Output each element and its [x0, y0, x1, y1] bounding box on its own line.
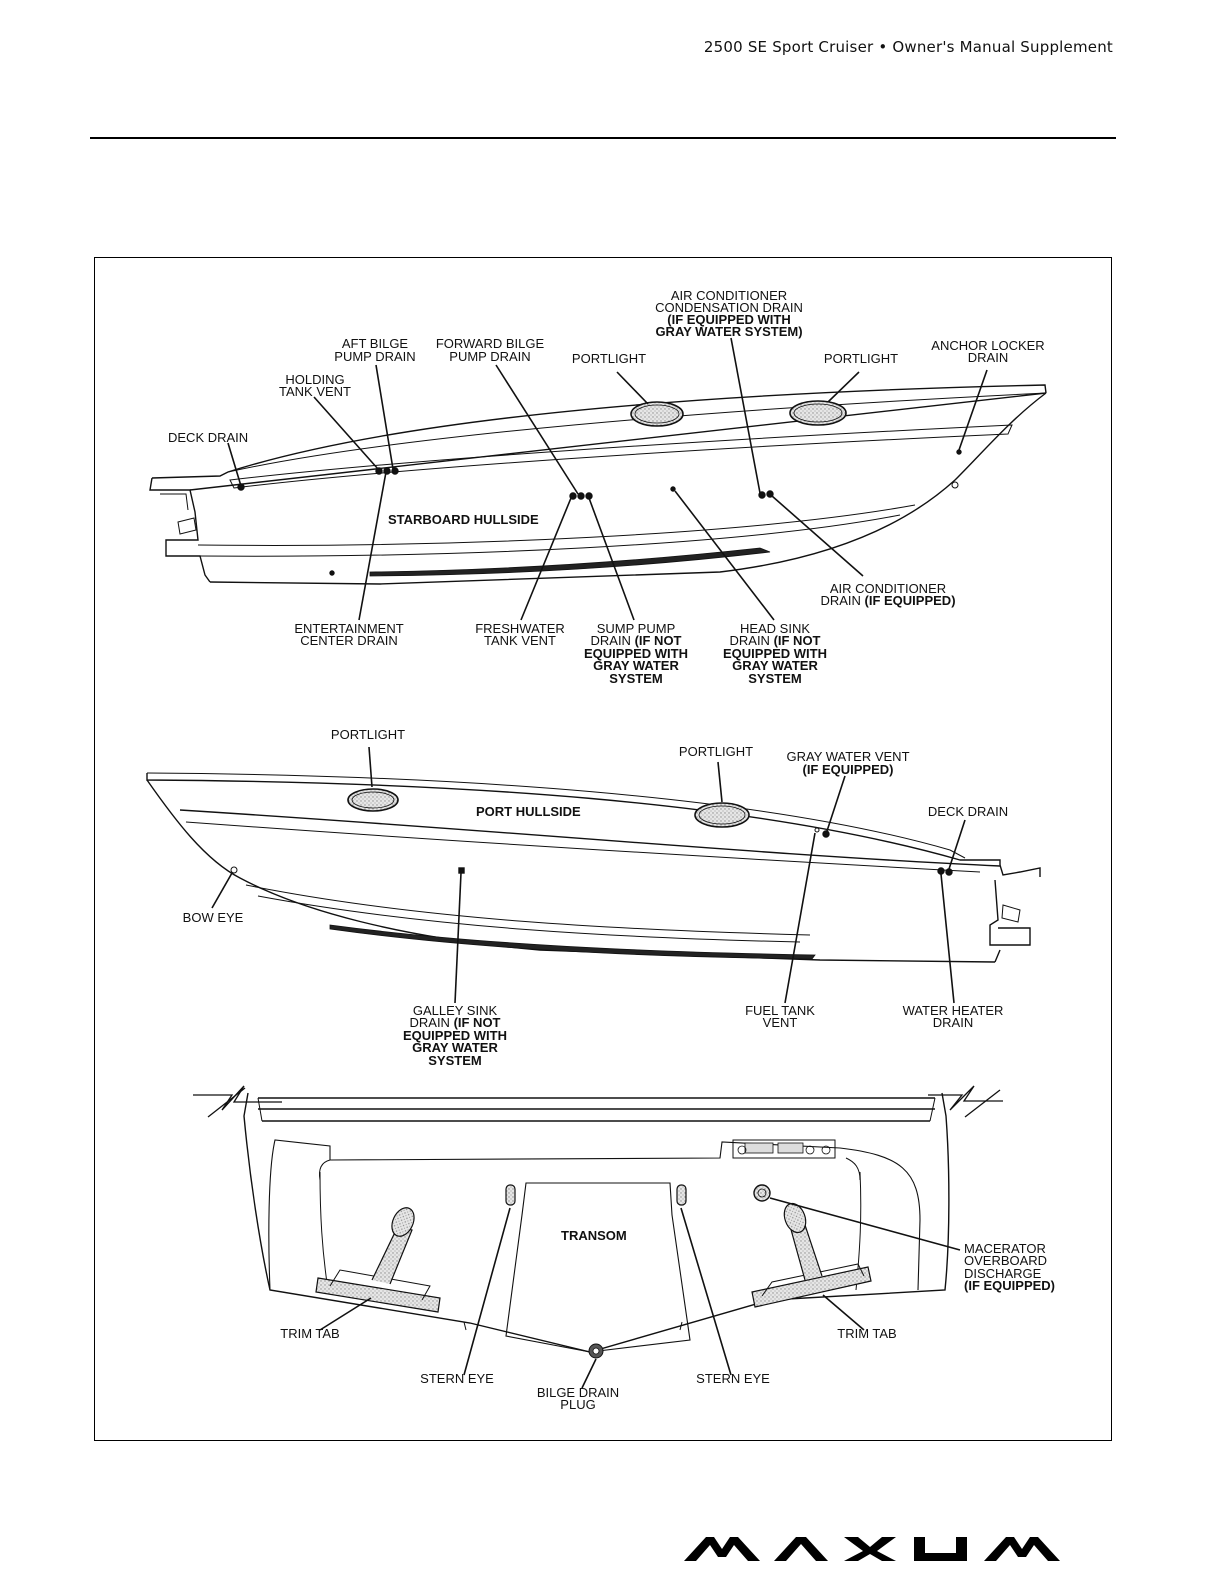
- label-heater-2: DRAIN: [933, 1015, 973, 1030]
- label-acd-1: AIR CONDITIONER: [830, 581, 946, 596]
- label-portlight-stbd-a: PORTLIGHT: [572, 351, 646, 366]
- label-fresh-2: TANK VENT: [484, 633, 556, 648]
- label-head-3: EQUIPPED WITH: [723, 646, 827, 661]
- label-head-4: GRAY WATER: [732, 658, 818, 673]
- label-bilge-1: BILGE DRAIN: [537, 1385, 619, 1400]
- label-sump-2b: (IF NOT: [635, 633, 682, 648]
- transom-drawing: [193, 1085, 1003, 1359]
- label-trim-tab-left: TRIM TAB: [280, 1326, 339, 1341]
- label-holding-tank-vent-1: HOLDING: [285, 372, 344, 387]
- label-deck-drain-port: DECK DRAIN: [928, 804, 1008, 819]
- label-fwd-bilge-2: PUMP DRAIN: [449, 349, 530, 364]
- label-head-5: SYSTEM: [748, 671, 801, 686]
- label-deck-drain-stbd: DECK DRAIN: [168, 430, 248, 445]
- maxum-logo: [684, 1537, 1060, 1561]
- label-galley-5: SYSTEM: [428, 1053, 481, 1068]
- starboard-labels: DECK DRAIN HOLDING TANK VENT AFT BILGE P…: [168, 288, 1045, 686]
- label-gray-vent-1: GRAY WATER VENT: [786, 749, 909, 764]
- label-head-1: HEAD SINK: [740, 621, 810, 636]
- label-sump-2: DRAIN (IF NOT: [591, 633, 682, 648]
- label-macerator-4: (IF EQUIPPED): [964, 1278, 1055, 1293]
- starboard-hullside-title: STARBOARD HULLSIDE: [388, 512, 539, 527]
- label-aft-bilge-2: PUMP DRAIN: [334, 349, 415, 364]
- label-fresh-1: FRESHWATER: [475, 621, 565, 636]
- header-rule: [90, 137, 1116, 139]
- port-hull-drawing: [146, 772, 1041, 963]
- page-header: 2500 SE Sport Cruiser • Owner's Manual S…: [703, 38, 1113, 56]
- label-head-2b: (IF NOT: [774, 633, 821, 648]
- label-ac-cond-1: AIR CONDITIONER: [671, 288, 787, 303]
- label-bow-eye: BOW EYE: [183, 910, 244, 925]
- port-hullside-title: PORT HULLSIDE: [476, 804, 581, 819]
- label-ac-cond-4: GRAY WATER SYSTEM): [655, 324, 802, 339]
- label-portlight-stbd-b: PORTLIGHT: [824, 351, 898, 366]
- label-acd-2: DRAIN (IF EQUIPPED): [820, 593, 955, 608]
- label-fwd-bilge-1: FORWARD BILGE: [436, 336, 545, 351]
- label-galley-2: DRAIN (IF NOT: [410, 1015, 501, 1030]
- port-labels: PORTLIGHT PORTLIGHT GRAY WATER VENT (IF …: [183, 727, 1008, 1068]
- label-ent-1: ENTERTAINMENT: [294, 621, 403, 636]
- label-sump-4: GRAY WATER: [593, 658, 679, 673]
- label-anchor-1: ANCHOR LOCKER: [931, 338, 1044, 353]
- label-holding-tank-vent-2: TANK VENT: [279, 384, 351, 399]
- label-galley-2b: (IF NOT: [454, 1015, 501, 1030]
- label-head-2: DRAIN (IF NOT: [730, 633, 821, 648]
- figure-frame: [94, 257, 1112, 1441]
- label-sump-5: SYSTEM: [609, 671, 662, 686]
- label-stern-eye-right: STERN EYE: [696, 1371, 770, 1386]
- label-galley-2a: DRAIN: [410, 1015, 454, 1030]
- label-ac-cond-2: CONDENSATION DRAIN: [655, 300, 803, 315]
- label-stern-eye-left: STERN EYE: [420, 1371, 494, 1386]
- starboard-hull-drawing: [149, 384, 1047, 585]
- label-galley-3: EQUIPPED WITH: [403, 1028, 507, 1043]
- label-acd-2a: DRAIN: [820, 593, 864, 608]
- label-macerator-2: OVERBOARD: [964, 1253, 1047, 1268]
- transom-labels: MACERATOR OVERBOARD DISCHARGE (IF EQUIPP…: [280, 1241, 1055, 1412]
- label-fuel-2: VENT: [763, 1015, 798, 1030]
- transom-leader-lines: [319, 1197, 961, 1389]
- label-bilge-2: PLUG: [560, 1397, 595, 1412]
- label-sump-2a: DRAIN: [591, 633, 635, 648]
- label-ent-2: CENTER DRAIN: [300, 633, 398, 648]
- label-aft-bilge-1: AFT BILGE: [342, 336, 409, 351]
- label-fuel-1: FUEL TANK: [745, 1003, 815, 1018]
- transom-title: TRANSOM: [561, 1228, 627, 1243]
- label-anchor-2: DRAIN: [968, 350, 1008, 365]
- label-gray-vent-2: (IF EQUIPPED): [802, 762, 893, 777]
- label-galley-1: GALLEY SINK: [413, 1003, 498, 1018]
- label-portlight-port-b: PORTLIGHT: [679, 744, 753, 759]
- label-heater-1: WATER HEATER: [903, 1003, 1004, 1018]
- label-sump-1: SUMP PUMP: [597, 621, 676, 636]
- starboard-leader-lines: [227, 337, 988, 621]
- label-trim-tab-right: TRIM TAB: [837, 1326, 896, 1341]
- label-sump-3: EQUIPPED WITH: [584, 646, 688, 661]
- label-head-2a: DRAIN: [730, 633, 774, 648]
- label-ac-cond-3: (IF EQUIPPED WITH: [667, 312, 791, 327]
- port-leader-lines: [211, 746, 966, 1004]
- label-macerator-1: MACERATOR: [964, 1241, 1046, 1256]
- label-galley-4: GRAY WATER: [412, 1040, 498, 1055]
- label-acd-2b: (IF EQUIPPED): [865, 593, 956, 608]
- label-portlight-port-a: PORTLIGHT: [331, 727, 405, 742]
- label-macerator-3: DISCHARGE: [964, 1266, 1042, 1281]
